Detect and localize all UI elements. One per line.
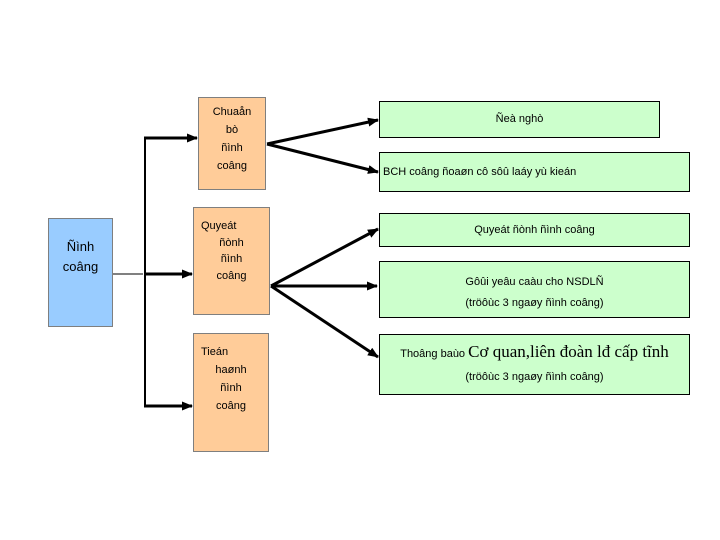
output-send-request-employer: Gôûi yeâu caàu cho NSDLÑ (tröôùc 3 ngaøy… (379, 261, 690, 318)
node-label-line: ñònh (219, 236, 244, 249)
output-notify-authorities: Thoâng baùo Cơ quan,liên đoàn lđ cấp tĩn… (379, 334, 690, 395)
node-label-line: Quyeát ñònh ñình coâng (474, 223, 595, 236)
node-label-line: coâng (216, 400, 246, 412)
node-label-line: ñình (221, 142, 243, 154)
node-label-line: Quyeát (201, 220, 237, 232)
node-label-line: ñình (220, 253, 243, 265)
node-label-line: Chuaån (212, 106, 252, 118)
arrow-decide-to-notify (270, 284, 379, 359)
output-union-collect-opinion: BCH coâng ñoaøn cô sôû laáy yù kieán (379, 152, 690, 192)
node-label-line: ñình (220, 382, 242, 394)
notify-label-emphasis: Cơ quan,liên đoàn lđ cấp tĩnh (468, 342, 669, 361)
node-label-line: coâng (217, 160, 247, 172)
stage-decide-strike: Quyeát ñònh ñình coâng (193, 207, 270, 315)
stage-conduct-strike: Tieán haønh ñình coâng (193, 333, 269, 452)
node-label-line: (tröôùc 3 ngaøy ñình coâng) (465, 371, 604, 383)
node-label-line: haønh (215, 364, 247, 376)
stage-prepare-strike: Chuaån bò ñình coâng (198, 97, 266, 190)
flow-node-strike: Ñình coâng (48, 218, 113, 327)
output-strike-decision: Quyeát ñònh ñình coâng (379, 213, 690, 247)
arrow-prepare-to-union-opinion (266, 142, 379, 174)
node-label-line: Thoâng baùo Cơ quan,liên đoàn lđ cấp tĩn… (380, 338, 689, 368)
node-label-line: coâng (216, 269, 247, 282)
node-label-line: Ñình (66, 239, 95, 254)
arrow-prepare-to-proposal (266, 117, 379, 146)
arrow-decide-to-decision (270, 227, 379, 288)
node-label-line: bò (225, 124, 239, 136)
notify-label-prefix: Thoâng baùo (400, 348, 469, 360)
node-label-line: (tröôùc 3 ngaøy ñình coâng) (465, 297, 604, 309)
output-proposal: Ñeà nghò (379, 101, 660, 138)
node-label-line: Gôûi yeâu caàu cho NSDLÑ (465, 276, 604, 288)
node-label-line: Ñeà nghò (495, 113, 544, 125)
node-label-line: Tieán (201, 346, 229, 358)
node-label-line: BCH coâng ñoaøn cô sôû laáy yù kieán (383, 165, 577, 178)
node-label-line: coâng (62, 259, 99, 274)
